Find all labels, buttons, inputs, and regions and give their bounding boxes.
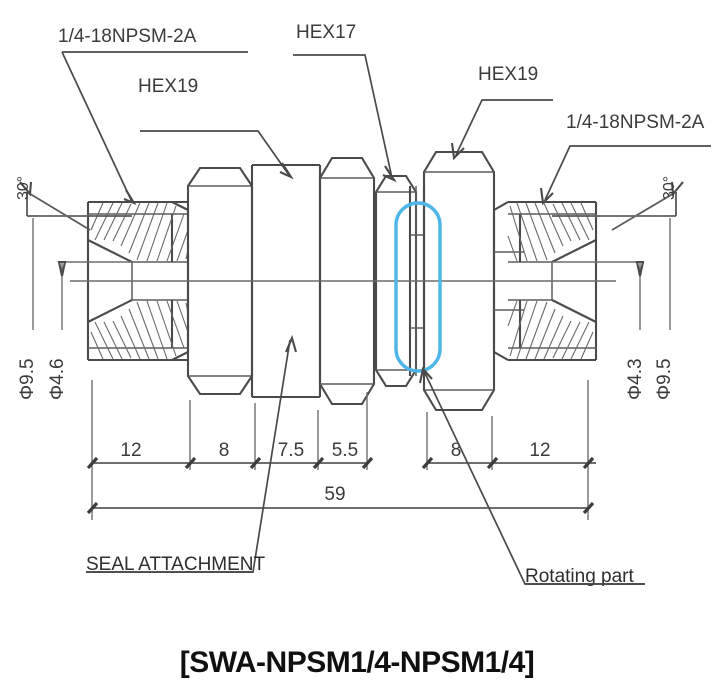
callout-hex17-label: HEX17 — [296, 22, 356, 43]
callout-thread-left: 1/4-18NPSM-2A — [58, 26, 248, 206]
section-hatching-right-lower — [507, 300, 594, 360]
diameter-right-outer-label: Φ9.5 — [654, 358, 675, 400]
callout-hex19-right: HEX19 — [450, 64, 553, 161]
section-hatching-right — [507, 202, 594, 262]
dimension-segment-6: 12 — [529, 440, 550, 461]
note-rotating-part-label: Rotating part — [525, 566, 635, 587]
callout-thread-left-label: 1/4-18NPSM-2A — [58, 26, 197, 47]
callout-hex19-left-label: HEX19 — [138, 76, 198, 97]
callout-hex19-left: HEX19 — [138, 76, 294, 180]
left-diameter-dimensions: Φ9.5 Φ4.6 — [17, 215, 132, 400]
angle-right-label: 30° — [661, 176, 678, 200]
right-diameter-dimensions: Φ4.3 Φ9.5 — [552, 215, 675, 400]
diameter-left-inner-label: Φ4.6 — [47, 358, 68, 400]
callout-hex19-right-label: HEX19 — [478, 64, 538, 85]
dimension-segment-3: 7.5 — [278, 440, 304, 461]
dimension-segment-1: 12 — [120, 440, 141, 461]
right-hex19-nut — [422, 150, 496, 412]
section-hatching-left — [90, 202, 189, 262]
dimension-chain: 12 8 7.5 5.5 8 12 59 — [86, 380, 596, 520]
diameter-left-outer-label: Φ9.5 — [17, 358, 38, 400]
dimension-segment-5: 8 — [451, 440, 462, 461]
dimension-segment-2: 8 — [219, 440, 230, 461]
assembly-drawing — [70, 150, 616, 412]
dimension-overall: 59 — [324, 484, 345, 505]
callout-hex17: HEX17 — [293, 22, 397, 183]
left-hex19-nut — [186, 166, 254, 396]
rotating-part-highlight — [394, 201, 442, 373]
callout-thread-right-label: 1/4-18NPSM-2A — [566, 112, 705, 133]
diameter-right-inner-label: Φ4.3 — [625, 358, 646, 400]
dimension-ticks — [86, 456, 595, 470]
center-hex-nut — [318, 156, 376, 406]
callout-thread-right: 1/4-18NPSM-2A — [539, 112, 711, 206]
dimension-segment-4: 5.5 — [332, 440, 358, 461]
drawing-title: [SWA-NPSM1/4-NPSM1/4] — [180, 646, 535, 679]
note-seal-attachment-label: SEAL ATTACHMENT — [86, 554, 266, 575]
angle-left-label: 30° — [15, 176, 32, 200]
